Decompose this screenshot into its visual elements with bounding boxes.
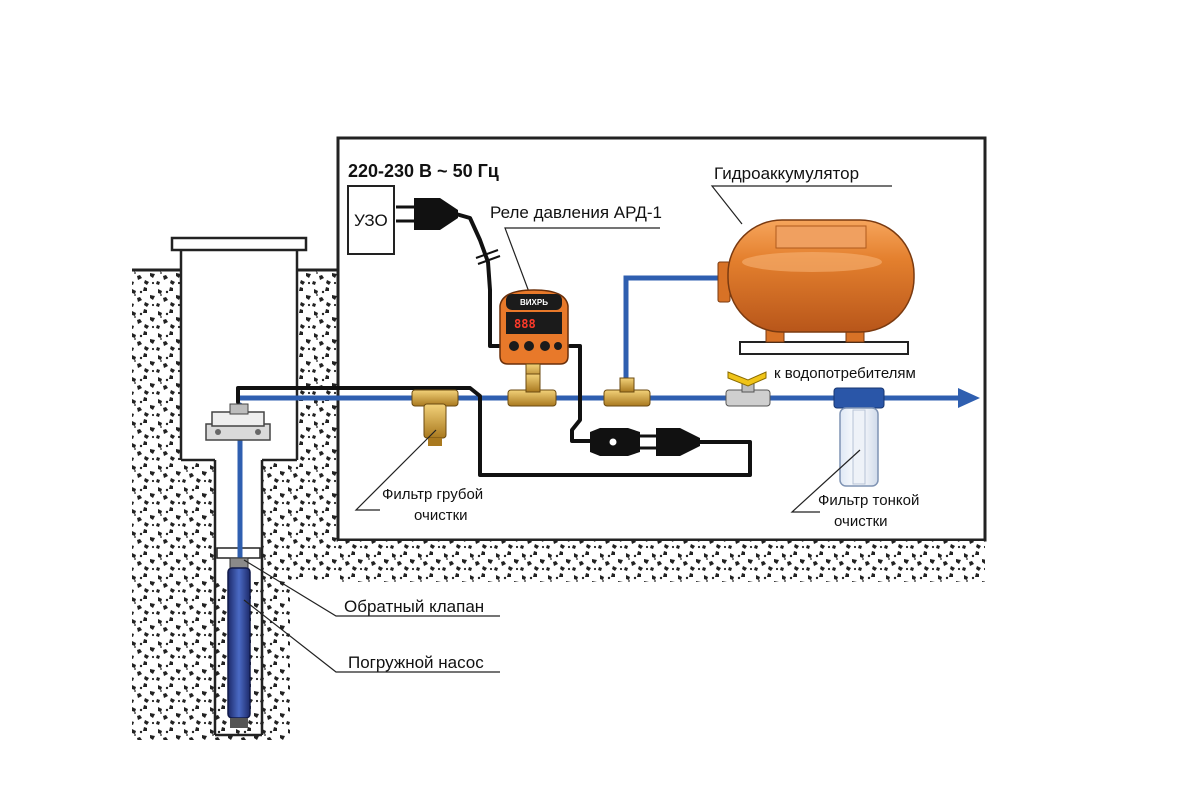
coarse-filter — [411, 389, 459, 446]
power-label: 220-230 В ~ 50 Гц — [348, 161, 499, 181]
hydro-accumulator — [717, 219, 915, 355]
pump-label: Погружной насос — [348, 653, 484, 672]
relay-brand: ВИХРЬ — [520, 298, 548, 307]
tee-fittings — [507, 373, 651, 407]
well-head-fitting — [205, 403, 271, 441]
relay-display: 888 — [514, 317, 536, 331]
plug-icon — [640, 428, 700, 456]
check-valve-label: Обратный клапан — [344, 597, 484, 616]
plug-icon — [396, 198, 458, 230]
socket-icon — [590, 428, 640, 456]
pressure-relay: ВИХРЬ 888 — [499, 289, 569, 381]
rcd-label: УЗО — [354, 211, 388, 230]
rcd-box: УЗО — [347, 185, 395, 255]
fine-filter — [833, 387, 885, 487]
accumulator-label: Гидроаккумулятор — [714, 164, 859, 183]
coarse-filter-label-1: Фильтр грубой — [382, 486, 483, 503]
soil — [132, 270, 985, 740]
submersible-pump — [227, 557, 251, 728]
cables — [236, 212, 752, 477]
fine-filter-label-1: Фильтр тонкой — [818, 492, 919, 509]
well — [170, 236, 308, 737]
consumers-label: к водопотребителям — [774, 365, 916, 382]
relay-label: Реле давления АРД-1 — [490, 203, 662, 222]
fine-filter-label-2: очистки — [834, 513, 888, 530]
arrow-icon — [958, 388, 980, 408]
valve-icon — [725, 371, 771, 407]
coarse-filter-label-2: очистки — [414, 507, 468, 524]
